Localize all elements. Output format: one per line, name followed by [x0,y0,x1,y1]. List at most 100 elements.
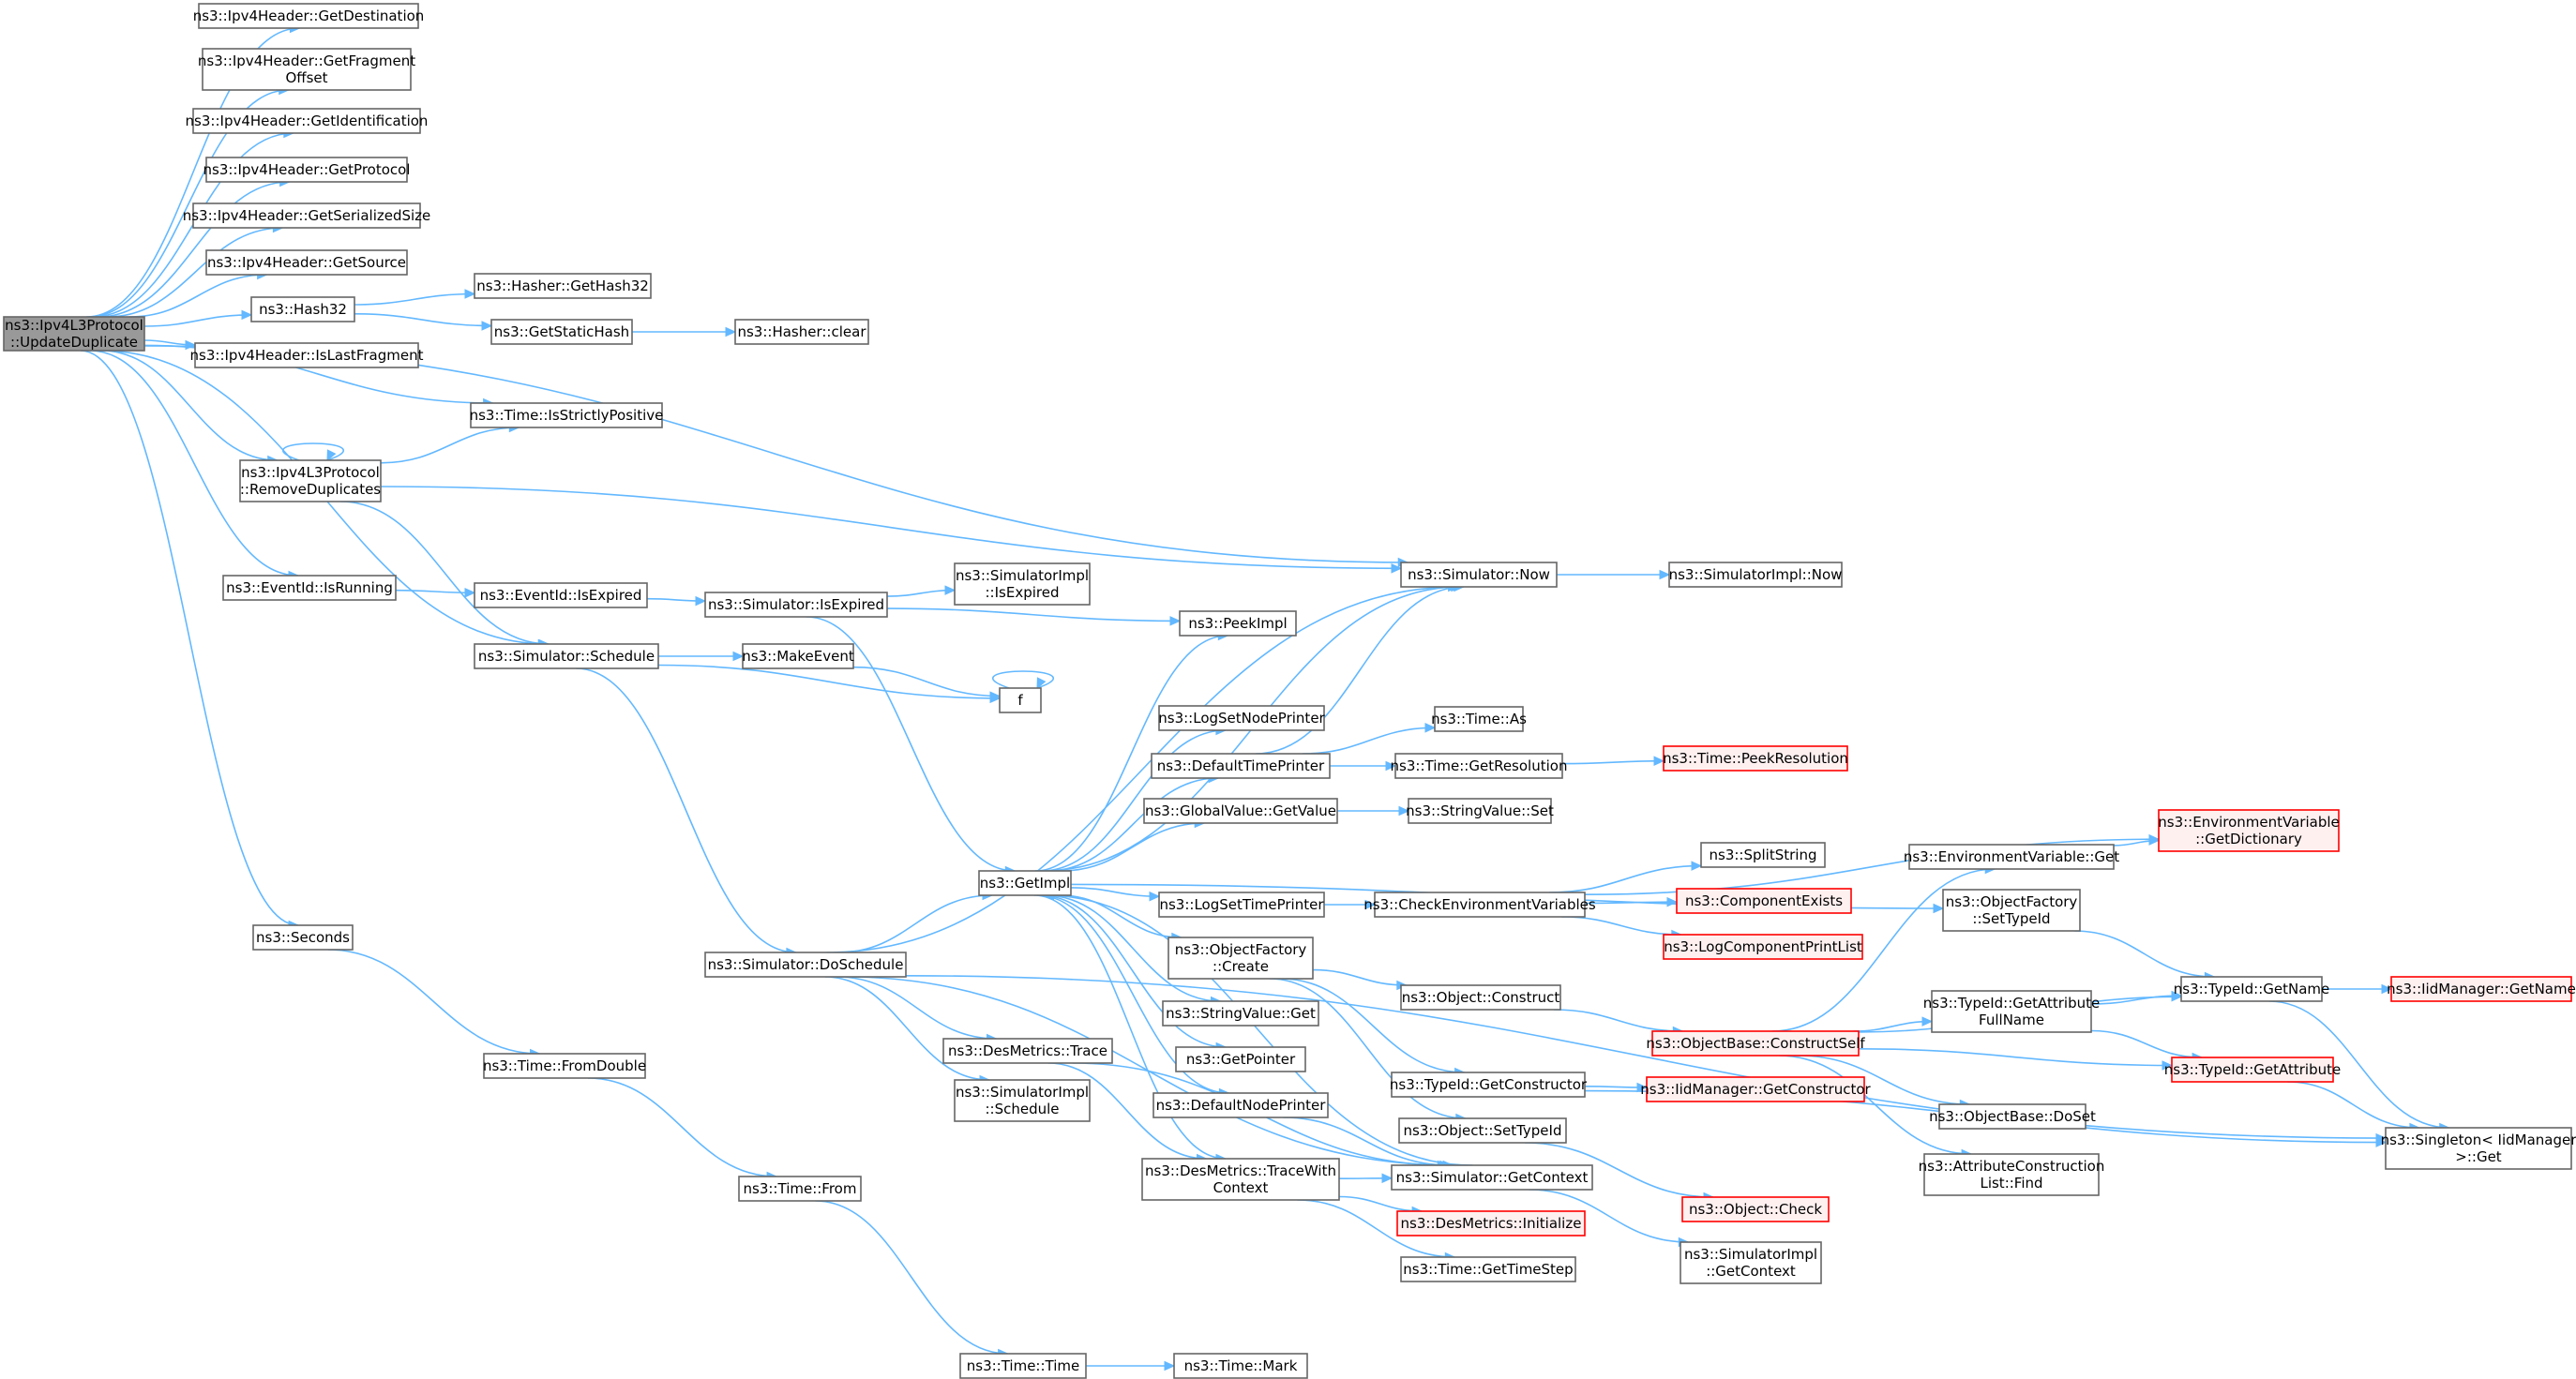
node-defaultnodeprinter[interactable]: ns3::DefaultNodePrinter [1152,1092,1329,1118]
node-label: ns3::TypeId::GetAttribute [2164,1061,2341,1078]
node-simimplschedule[interactable]: ns3::SimulatorImpl::Schedule [954,1079,1091,1122]
node-envvargetdict[interactable]: ns3::EnvironmentVariable::GetDictionary [2158,809,2340,852]
node-label: ns3::Simulator::Now [1408,566,1550,583]
node-stringvalueget[interactable]: ns3::StringValue::Get [1162,1000,1319,1027]
edge-timefromdouble-to-timefrom [587,1077,778,1182]
edge-objectbaseconstructself-to-typeidgetattribute [1858,1048,2174,1071]
node-box [1400,562,1558,588]
node-objectsettypeid[interactable]: ns3::Object::SetTypeId [1398,1117,1567,1144]
node-box [1931,990,2092,1033]
node-objectfactorysettypeid[interactable]: ns3::ObjectFactory::SetTypeId [1942,889,2081,932]
node-typeidgetattribute[interactable]: ns3::TypeId::GetAttribute [2164,1057,2341,1083]
node-box [1681,1196,1830,1222]
node-simgetcontext[interactable]: ns3::Simulator::GetContext [1391,1164,1593,1191]
node-simdoschedule[interactable]: ns3::Simulator::DoSchedule [704,952,907,978]
node-getproto[interactable]: ns3::Ipv4Header::GetProtocol [203,157,411,183]
node-simisexpired[interactable]: ns3::Simulator::IsExpired [704,592,888,618]
edge-checkenvvars-to-componentexists [1584,896,1679,907]
node-label: ns3::Hasher::GetHash32 [476,277,649,294]
node-removedup[interactable]: ns3::Ipv4L3Protocol::RemoveDuplicates [239,459,382,502]
node-stringvalueset[interactable]: ns3::StringValue::Set [1406,798,1554,824]
node-defaulttimeprinter[interactable]: ns3::DefaultTimePrinter [1151,753,1331,779]
node-objectbasedoset[interactable]: ns3::ObjectBase::DoSet [1929,1103,2096,1130]
edge-objectfactorysettypeid-to-typeidgetname [2073,930,2216,982]
node-timefromdouble[interactable]: ns3::Time::FromDouble [483,1053,646,1079]
node-hash32[interactable]: ns3::Hash32 [250,296,355,322]
node-eventisrunning[interactable]: ns3::EventId::IsRunning [222,575,397,601]
edge-seconds-to-timefromdouble [327,949,541,1059]
node-splitstring[interactable]: ns3::SplitString [1700,842,1826,868]
node-label: ::RemoveDuplicates [240,481,381,498]
node-simimplisexpired[interactable]: ns3::SimulatorImpl::IsExpired [954,562,1091,606]
node-simnow[interactable]: ns3::Simulator::Now [1400,562,1558,588]
node-objectbaseconstructself[interactable]: ns3::ObjectBase::ConstructSelf [1646,1030,1865,1057]
node-envvarget[interactable]: ns3::EnvironmentVariable::Get [1904,844,2119,870]
node-isstrictpos[interactable]: ns3::Time::IsStrictlyPositive [470,402,664,428]
node-desmetricsinit[interactable]: ns3::DesMetrics::Initialize [1396,1210,1586,1237]
node-simimplnow[interactable]: ns3::SimulatorImpl::Now [1668,562,1843,588]
node-label: ns3::MakeEvent [742,648,854,665]
edge-eventisrunning-to-eventisexpired [395,588,476,598]
node-iidmanagergetconstructor[interactable]: ns3::IidManager::GetConstructor [1640,1076,1872,1102]
node-timefrom[interactable]: ns3::Time::From [738,1176,862,1202]
node-label: ns3::Hasher::clear [737,323,866,340]
node-logcomponentprintlist[interactable]: ns3::LogComponentPrintList [1663,934,1863,960]
node-logsettimeprinter[interactable]: ns3::LogSetTimePrinter [1158,892,1325,918]
node-iidmanagergetname[interactable]: ns3::IidManager::GetName [2387,976,2576,1002]
node-logsetnodeprinter[interactable]: ns3::LogSetNodePrinter [1158,705,1326,731]
node-getimpl[interactable]: ns3::GetImpl [978,870,1072,896]
node-timetime[interactable]: ns3::Time::Time [959,1353,1087,1379]
node-label: ns3::Singleton< IidManager [2381,1132,2576,1148]
node-f[interactable]: f [999,687,1042,713]
node-getpointer[interactable]: ns3::GetPointer [1175,1046,1306,1072]
edge-f-to-f [991,670,1055,690]
node-componentexists[interactable]: ns3::ComponentExists [1676,888,1852,914]
node-box [954,562,1091,606]
node-box [1668,562,1843,588]
node-label: ns3::Ipv4Header::GetDestination [193,7,425,24]
node-getstatichash[interactable]: ns3::GetStaticHash [490,319,633,345]
node-timegettimestep[interactable]: ns3::Time::GetTimeStep [1400,1256,1576,1282]
node-timeas[interactable]: ns3::Time::As [1431,706,1527,732]
node-box [490,319,633,345]
node-hasherclear[interactable]: ns3::Hasher::clear [734,319,869,345]
node-timegetresolution[interactable]: ns3::Time::GetResolution [1391,753,1568,779]
node-objectfactorycreate[interactable]: ns3::ObjectFactory::Create [1167,937,1314,980]
node-getdest[interactable]: ns3::Ipv4Header::GetDestination [193,3,425,29]
node-box [2390,976,2572,1002]
node-peekimpl[interactable]: ns3::PeekImpl [1179,610,1297,637]
node-label: ns3::TypeId::GetName [2174,981,2329,997]
node-timepeekresolution[interactable]: ns3::Time::PeekResolution [1663,745,1848,772]
node-root[interactable]: ns3::Ipv4L3Protocol::UpdateDuplicate [3,316,145,352]
node-getident[interactable]: ns3::Ipv4Header::GetIdentification [186,108,429,134]
node-globalvaluegetvalue[interactable]: ns3::GlobalValue::GetValue [1143,798,1338,824]
node-hashergethash32[interactable]: ns3::Hasher::GetHash32 [474,273,652,299]
node-timemark[interactable]: ns3::Time::Mark [1173,1353,1308,1379]
node-makeevent[interactable]: ns3::MakeEvent [742,643,854,669]
node-islastfrag[interactable]: ns3::Ipv4Header::IsLastFragment [190,342,424,368]
node-desmetricstrace[interactable]: ns3::DesMetrics::Trace [942,1038,1113,1064]
node-simschedule[interactable]: ns3::Simulator::Schedule [474,643,659,669]
node-box [474,643,659,669]
node-getsource[interactable]: ns3::Ipv4Header::GetSource [205,249,408,276]
node-objectconstruct[interactable]: ns3::Object::Construct [1400,984,1561,1011]
node-typeidgetconstructor[interactable]: ns3::TypeId::GetConstructor [1390,1072,1588,1098]
node-simimplgetcontext[interactable]: ns3::SimulatorImpl::GetContext [1680,1241,1822,1284]
node-eventisexpired[interactable]: ns3::EventId::IsExpired [474,582,648,608]
node-label: ns3::TypeId::GetConstructor [1390,1076,1588,1093]
node-typeidgetname[interactable]: ns3::TypeId::GetName [2174,976,2329,1002]
node-box [474,273,652,299]
node-getsersize[interactable]: ns3::Ipv4Header::GetSerializedSize [183,202,431,229]
edge-getimpl-to-desmetricstracewith [1033,894,1228,1164]
node-box [1942,889,2081,932]
node-singletonget[interactable]: ns3::Singleton< IidManager >::Get [2381,1127,2576,1170]
node-checkenvvars[interactable]: ns3::CheckEnvironmentVariables [1363,892,1596,918]
node-seconds[interactable]: ns3::Seconds [252,924,354,951]
node-objectcheck[interactable]: ns3::Object::Check [1681,1196,1830,1222]
node-label: ::Schedule [985,1101,1059,1117]
node-box [192,202,421,229]
